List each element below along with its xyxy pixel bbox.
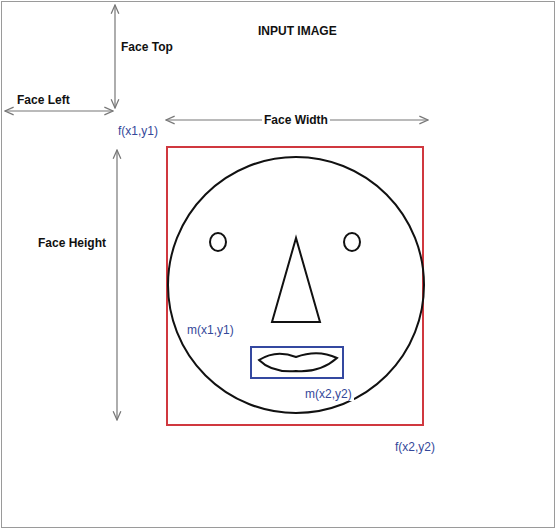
dimension-label: Face Top: [121, 40, 173, 54]
face-box: [167, 147, 423, 425]
coordinate-label: f(x1,y1): [118, 124, 158, 138]
mouth: [259, 353, 337, 371]
nose: [272, 238, 320, 322]
eye: [210, 233, 226, 251]
dimension-label: Face Height: [38, 236, 106, 250]
dimension-label: Face Left: [17, 93, 70, 107]
left-arrow: [5, 110, 113, 111]
title: INPUT IMAGE: [258, 24, 337, 38]
eye: [344, 233, 360, 251]
face-outline: [168, 157, 424, 413]
coordinate-label: m(x2,y2): [303, 387, 354, 401]
mouth-box: [251, 347, 343, 378]
coordinate-label: m(x1,y1): [187, 323, 234, 337]
coordinate-label: f(x2,y2): [395, 440, 435, 454]
dimension-label: Face Width: [262, 113, 330, 127]
top-arrow: [114, 5, 115, 108]
height-arrow: [116, 150, 117, 420]
